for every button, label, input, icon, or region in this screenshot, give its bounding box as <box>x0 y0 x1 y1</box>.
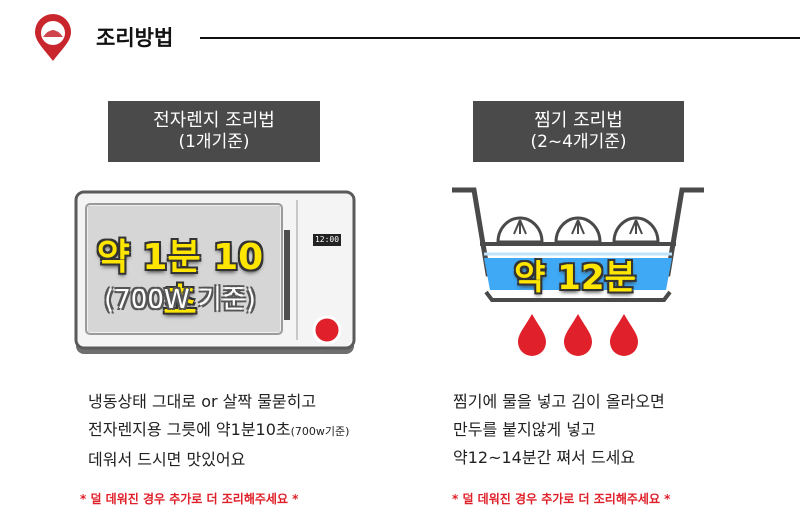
microwave-warning-note: * 덜 데워진 경우 추가로 더 조리해주세요 * <box>80 492 299 506</box>
header: 조리방법 <box>0 0 800 80</box>
microwave-wattage-note: (700w기준) <box>290 425 350 438</box>
page-title: 조리방법 <box>96 26 174 50</box>
dumpling-pin-icon <box>35 14 71 61</box>
microwave-instruction-line: 데워서 드시면 맛있어요 <box>88 450 246 469</box>
steamer-instruction-line: 찜기에 물을 넣고 김이 올라오면 <box>453 392 665 411</box>
steamer-icon <box>452 187 704 356</box>
microwave-method-label: 전자렌지 조리법 (1개기준) <box>108 101 320 162</box>
microwave-instructions: 냉동상태 그대로 or 살짝 물묻히고 전자렌지용 그릇에 약1분10초(700… <box>88 388 408 474</box>
microwave-label-basis: (1개기준) <box>178 132 250 152</box>
steamer-label-title: 찜기 조리법 <box>534 110 623 131</box>
microwave-time: 약 1분 10초 <box>96 237 264 322</box>
microwave-instruction-text: 전자렌지용 그릇에 약1분10초 <box>88 420 291 439</box>
header-divider <box>200 37 800 39</box>
steamer-time: 약 12분 <box>514 258 636 298</box>
microwave-label-title: 전자렌지 조리법 <box>153 110 275 131</box>
steamer-instruction-line: 만두를 붙지않게 넣고 <box>453 420 596 439</box>
steamer-instructions: 찜기에 물을 넣고 김이 올라오면 만두를 붙지않게 넣고 약12~14분간 쪄… <box>453 388 753 472</box>
microwave-wattage: (700W 기준) <box>104 285 256 315</box>
steamer-method-label: 찜기 조리법 (2~4개기준) <box>473 101 684 162</box>
steamer-instruction-line: 약12~14분간 쪄서 드세요 <box>453 448 636 467</box>
microwave-instruction-line: 전자렌지용 그릇에 약1분10초(700w기준) <box>88 416 408 446</box>
microwave-icon <box>74 190 356 354</box>
microwave-display: 12:00 <box>313 234 341 246</box>
steamer-label-basis: (2~4개기준) <box>530 132 627 152</box>
steamer-warning-note: * 덜 데워진 경우 추가로 더 조리해주세요 * <box>452 492 671 506</box>
microwave-instruction-line: 냉동상태 그대로 or 살짝 물묻히고 <box>88 392 317 411</box>
